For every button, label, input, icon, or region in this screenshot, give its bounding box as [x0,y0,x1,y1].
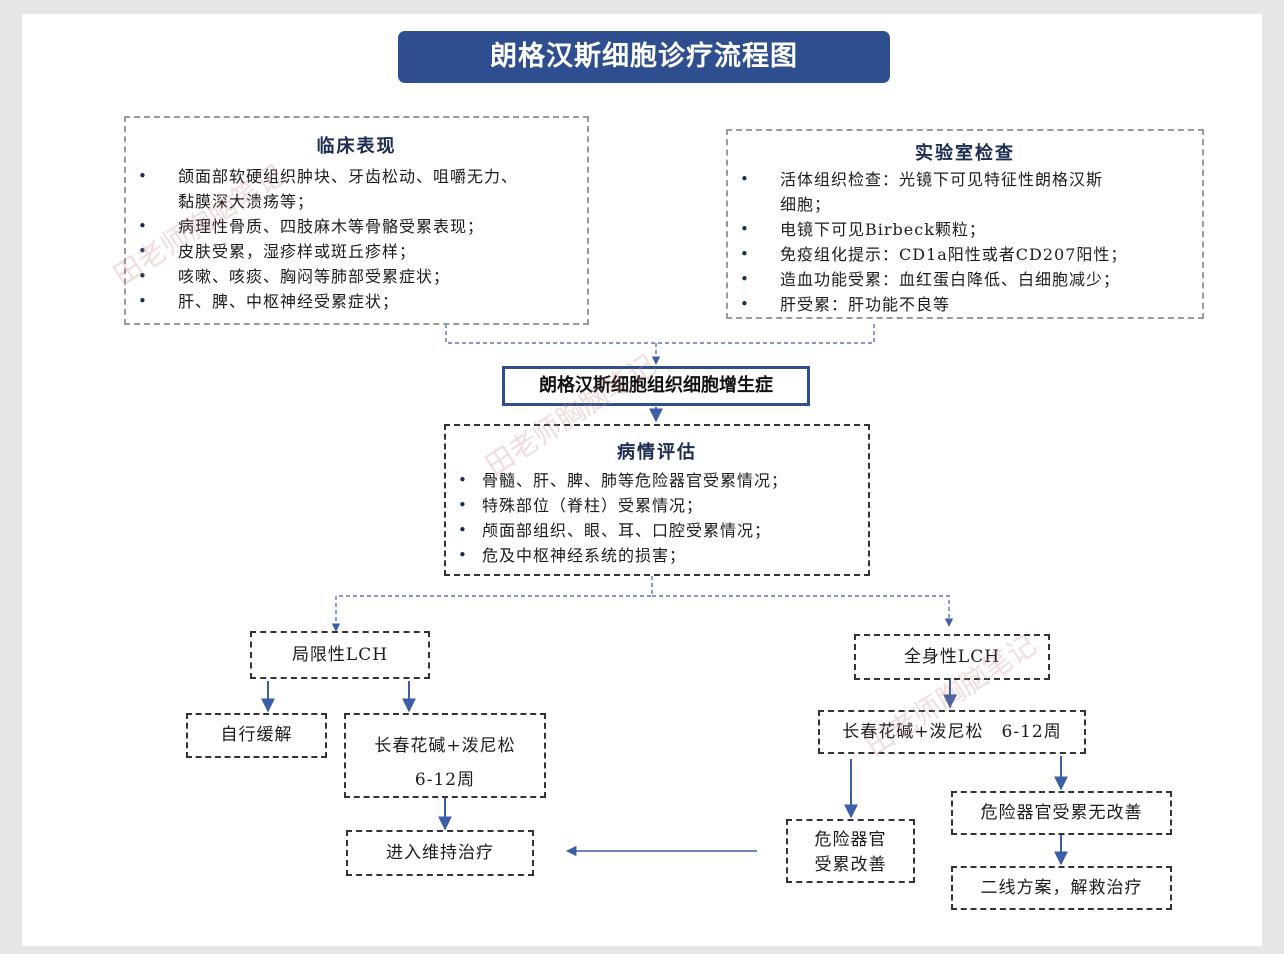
bullet-icon: • [458,471,468,489]
not-improved-box: 危险器官受累无改善 [951,791,1172,835]
clinical-list: •颌面部软硬组织肿块、牙齿松动、咀嚼无力、 黏膜深大溃疡等； •病理性骨质、四肢… [126,164,587,314]
list-item: 细胞； [780,195,832,214]
assessment-title: 病情评估 [617,442,697,463]
assessment-box: 病情评估 •骨髓、肝、脾、肺等危险器官受累情况； •特殊部位（脊柱）受累情况； … [444,424,870,576]
improved-line2: 受累改善 [814,855,887,875]
systemic-treatment-box: 长春花碱+泼尼松 6-12周 [818,710,1086,754]
salvage-box: 二线方案，解救治疗 [951,866,1172,910]
list-item: •皮肤受累，湿疹样或斑丘疹样； [126,239,587,264]
slide: 朗格汉斯细胞诊疗流程图 临床表现 •颌面部软硬组织肿块、牙齿松动、咀嚼无力、 黏… [22,14,1262,946]
assessment-list: •骨髓、肝、脾、肺等危险器官受累情况； •特殊部位（脊柱）受累情况； •颅面部组… [446,468,868,568]
list-item: •活体组织检查：光镜下可见特征性朗格汉斯 [728,167,1202,192]
list-item: •咳嗽、咳痰、胸闷等肺部受累症状； [126,264,587,289]
bracket-top [445,321,875,344]
local-treatment-line1: 长春花碱+泼尼松 [374,736,516,756]
lab-box: 实验室检查 •活体组织检查：光镜下可见特征性朗格汉斯 细胞； •电镜下可见Bir… [726,129,1204,319]
list-item: •肝受累：肝功能不良等 [728,292,1202,317]
bullet-icon: • [458,496,468,514]
list-item: •病理性骨质、四肢麻木等骨骼受累表现； [126,214,587,239]
improved-line1: 危险器官 [814,830,887,850]
bullet-icon: • [740,245,750,263]
connector-arrows [261,321,1068,866]
bullet-icon: • [458,546,468,564]
bullet-icon: • [458,521,468,539]
bracket-assessment [331,576,653,632]
bracket-assessment-right [652,595,954,627]
list-item: •免疫组化提示：CD1a阳性或者CD207阳性； [728,242,1202,267]
bullet-icon: • [138,292,148,310]
improved-box: 危险器官 受累改善 [786,819,915,883]
bullet-icon: • [740,295,750,313]
systemic-lch-box: 全身性LCH [854,634,1050,680]
lab-title: 实验室检查 [915,143,1015,164]
bullet-icon: • [740,220,750,238]
clinical-title: 临床表现 [316,136,397,157]
bullet-icon: • [138,267,148,285]
self-resolve-box: 自行缓解 [186,713,327,758]
list-item: 黏膜深大溃疡等； [178,192,315,211]
list-item: •颅面部组织、眼、耳、口腔受累情况； [446,518,868,543]
list-item: •肝、脾、中枢神经受累症状； [126,289,587,314]
bullet-icon: • [138,242,148,260]
clinical-box: 临床表现 •颌面部软硬组织肿块、牙齿松动、咀嚼无力、 黏膜深大溃疡等； •病理性… [124,116,589,325]
list-item: •危及中枢神经系统的损害； [446,543,868,568]
list-item: •特殊部位（脊柱）受累情况； [446,493,868,518]
list-item: •电镜下可见Birbeck颗粒； [728,217,1202,242]
local-treatment-line2: 6-12周 [414,770,476,790]
localized-lch-box: 局限性LCH [250,631,430,679]
bullet-icon: • [740,270,750,288]
list-item: •颌面部软硬组织肿块、牙齿松动、咀嚼无力、 [126,164,587,189]
lab-list: •活体组织检查：光镜下可见特征性朗格汉斯 细胞； •电镜下可见Birbeck颗粒… [728,167,1202,317]
page-title: 朗格汉斯细胞诊疗流程图 [398,31,890,83]
local-treatment-box: 长春花碱+泼尼松 6-12周 [344,713,546,798]
list-item: •骨髓、肝、脾、肺等危险器官受累情况； [446,468,868,493]
diagnosis-box: 朗格汉斯细胞组织细胞增生症 [502,366,810,406]
bullet-icon: • [740,170,750,188]
bullet-icon: • [138,167,148,185]
bullet-icon: • [138,217,148,235]
list-item: •造血功能受累：血红蛋白降低、白细胞减少； [728,267,1202,292]
maintenance-box: 进入维持治疗 [346,830,534,876]
